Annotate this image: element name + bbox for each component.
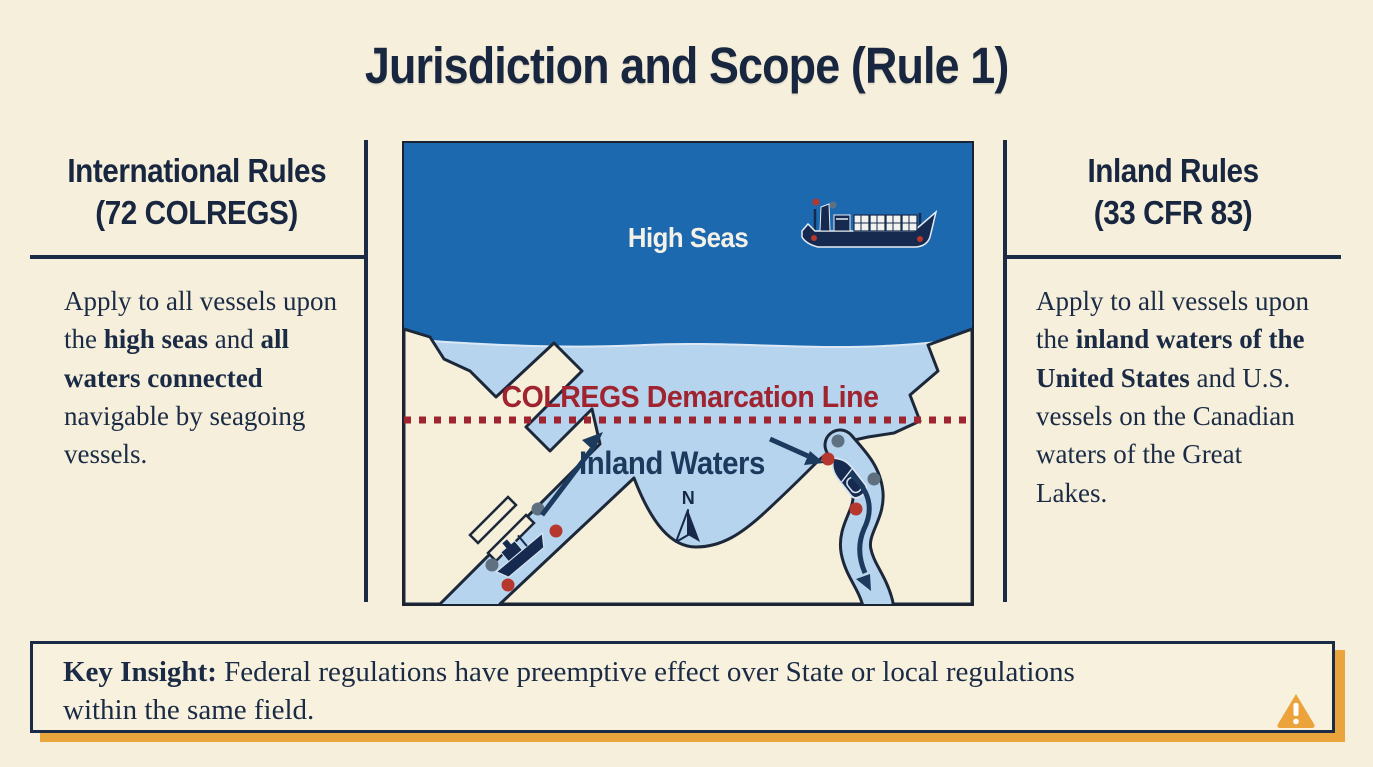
international-rules-body: Apply to all vessels upon the high seas … — [64, 286, 337, 470]
inland-waters-label: Inland Waters — [579, 445, 765, 481]
key-insight-text: Key Insight: Federal regulations have pr… — [63, 656, 1075, 727]
map-illustration: High Seas COLREGS Demarcation Line Inlan… — [404, 143, 972, 604]
red-buoy-dot-icon — [549, 524, 563, 538]
gray-buoy-dot-icon — [831, 434, 845, 448]
compass-north-icon: N — [675, 488, 700, 543]
cargo-ship-icon — [801, 198, 938, 248]
red-buoy-dot-icon — [821, 452, 835, 466]
motorboat-icon — [831, 457, 868, 499]
right-heading-divider — [1006, 255, 1341, 259]
page-title: Jurisdiction and Scope (Rule 1) — [364, 37, 1009, 94]
gray-buoy-dot-icon — [867, 472, 881, 486]
river-channel — [823, 428, 895, 604]
compass-n-label: N — [682, 488, 695, 508]
west-landmass — [404, 327, 602, 604]
inland-rules-body: Apply to all vessels upon the inland wat… — [1036, 286, 1309, 508]
inland-rules-heading: Inland Rules (33 CFR 83) — [1087, 152, 1260, 232]
red-buoy-dot-icon — [501, 578, 515, 592]
tugboat-icon — [495, 532, 545, 578]
left-vertical-divider — [364, 140, 368, 602]
left-heading-divider — [30, 255, 367, 259]
high-seas-region — [404, 143, 972, 348]
pier-icon — [486, 513, 536, 563]
course-arrow-icon — [540, 432, 603, 517]
jurisdiction-map: High Seas COLREGS Demarcation Line Inlan… — [402, 141, 974, 606]
shoreline-highlight — [404, 336, 972, 349]
demarcation-label: COLREGS Demarcation Line — [502, 380, 879, 414]
pier-icon — [468, 495, 518, 545]
course-arrow-icon — [848, 471, 872, 591]
right-vertical-divider — [1003, 140, 1007, 602]
gray-buoy-dot-icon — [485, 558, 499, 572]
key-insight-box: Key Insight: Federal regulations have pr… — [30, 641, 1335, 733]
buoy-markers — [485, 434, 881, 592]
course-arrow-icon — [768, 436, 824, 465]
high-seas-label: High Seas — [628, 222, 748, 253]
international-rules-heading: International Rules (72 COLREGS) — [67, 152, 327, 232]
warning-triangle-icon — [1277, 694, 1315, 728]
red-buoy-dot-icon — [849, 502, 863, 516]
